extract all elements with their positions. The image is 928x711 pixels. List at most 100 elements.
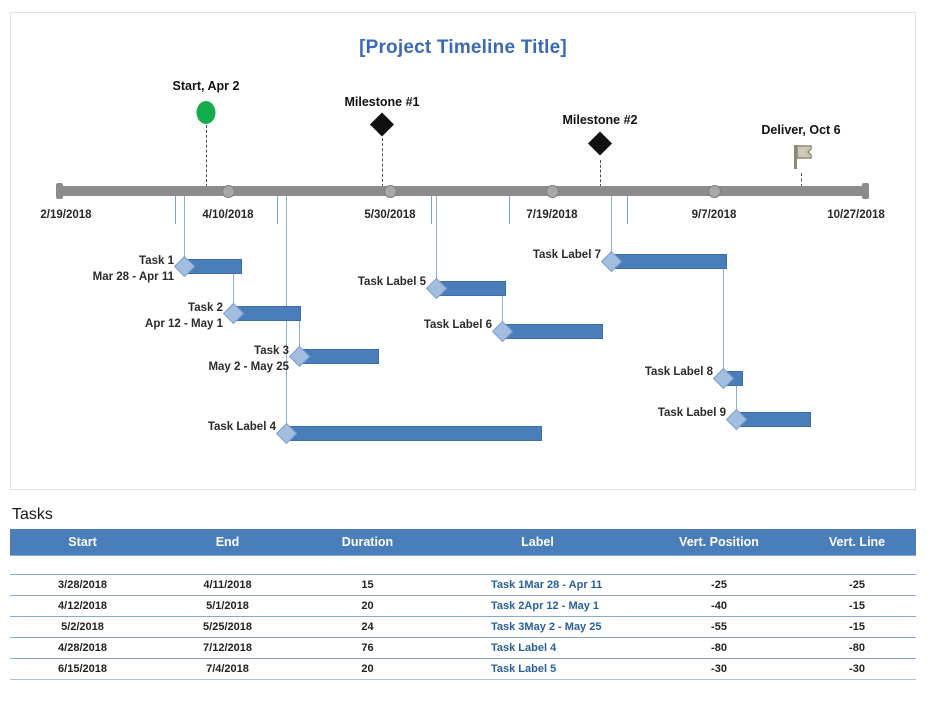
- milestone-label-deliver: Deliver, Oct 6: [761, 123, 841, 137]
- cell-vert-position: -80: [640, 637, 798, 659]
- task-bar-9[interactable]: [736, 412, 811, 427]
- axis-cap-left: [56, 183, 63, 199]
- timeline-axis: [60, 186, 866, 196]
- milestone-stem-1: [382, 138, 383, 187]
- table-header-spacer: [10, 555, 916, 575]
- cell-vert-line: -80: [798, 637, 916, 659]
- task-leader-9: [736, 378, 737, 412]
- cell-vert-position: -25: [640, 574, 798, 596]
- tasks-table: Start End Duration Label Vert. Position …: [10, 529, 916, 680]
- cell-duration: 20: [300, 658, 435, 680]
- milestone-stem-2: [600, 160, 601, 187]
- chart-title: [Project Timeline Title]: [359, 37, 567, 58]
- task-leader-7: [611, 196, 612, 254]
- cell-vert-position: -40: [640, 595, 798, 617]
- cell-label: Task Label 5: [435, 658, 640, 680]
- cell-end: 7/4/2018: [155, 658, 300, 680]
- table-row[interactable]: 6/15/2018 7/4/2018 20 Task Label 5 -30 -…: [10, 658, 916, 680]
- cell-duration: 15: [300, 574, 435, 596]
- task-label-2: Task 2 Apr 12 - May 1: [145, 300, 223, 332]
- task-label-3-line2: May 2 - May 25: [208, 361, 289, 373]
- milestone-label-1: Milestone #1: [344, 95, 420, 109]
- axis-node-4: [708, 184, 721, 198]
- cell-end: 5/1/2018: [155, 595, 300, 617]
- cell-duration: 24: [300, 616, 435, 638]
- task-label-8: Task Label 8: [644, 366, 713, 378]
- axis-tick-line-5: [627, 196, 628, 224]
- axis-tick-line-1: [175, 196, 176, 224]
- task-leader-1: [184, 196, 185, 259]
- black-diamond-icon-2: [587, 131, 613, 156]
- task-label-9: Task Label 9: [657, 407, 726, 419]
- task-leader-2: [233, 268, 234, 306]
- milestone-label-start: Start, Apr 2: [172, 79, 240, 93]
- cell-duration: 20: [300, 595, 435, 617]
- task-label-2-line1: Task 2: [188, 302, 223, 314]
- axis-tick-line-4: [509, 196, 510, 224]
- axis-date-5: 10/27/2018: [827, 209, 885, 221]
- cell-vert-line: -30: [798, 658, 916, 680]
- cell-vert-line: -25: [798, 574, 916, 596]
- flag-icon: [788, 143, 814, 176]
- cell-end: 5/25/2018: [155, 616, 300, 638]
- task-bar-4[interactable]: [286, 426, 542, 441]
- column-header-start[interactable]: Start: [10, 529, 155, 556]
- table-row[interactable]: 5/2/2018 5/25/2018 24 Task 3May 2 - May …: [10, 616, 916, 638]
- task-leader-3: [299, 313, 300, 349]
- tasks-table-section: Tasks Start End Duration Label Vert. Pos…: [10, 506, 916, 680]
- column-header-vert-position[interactable]: Vert. Position: [640, 529, 798, 556]
- table-row[interactable]: 4/28/2018 7/12/2018 76 Task Label 4 -80 …: [10, 637, 916, 659]
- task-label-3: Task 3 May 2 - May 25: [208, 343, 289, 375]
- axis-date-2: 5/30/2018: [364, 209, 416, 221]
- task-label-2-line2: Apr 12 - May 1: [145, 318, 223, 330]
- cell-start: 4/28/2018: [10, 637, 155, 659]
- black-diamond-icon-1: [369, 112, 395, 137]
- task-label-6: Task Label 6: [423, 319, 492, 331]
- cell-start: 4/12/2018: [10, 595, 155, 617]
- cell-vert-line: -15: [798, 616, 916, 638]
- green-circle-icon: [196, 101, 216, 124]
- cell-start: 3/28/2018: [10, 574, 155, 596]
- cell-end: 7/12/2018: [155, 637, 300, 659]
- axis-date-1: 4/10/2018: [202, 209, 254, 221]
- axis-date-0: 2/19/2018: [40, 209, 92, 221]
- task-label-1: Task 1 Mar 28 - Apr 11: [93, 253, 174, 285]
- axis-date-4: 9/7/2018: [691, 209, 737, 221]
- task-label-5: Task Label 5: [357, 276, 426, 288]
- cell-vert-position: -55: [640, 616, 798, 638]
- task-label-7: Task Label 7: [532, 249, 601, 261]
- column-header-vert-line[interactable]: Vert. Line: [798, 529, 916, 556]
- table-header-row: Start End Duration Label Vert. Position …: [10, 529, 916, 556]
- column-header-end[interactable]: End: [155, 529, 300, 556]
- task-leader-6: [502, 288, 503, 324]
- cell-vert-line: -15: [798, 595, 916, 617]
- task-label-4: Task Label 4: [207, 421, 276, 433]
- table-row[interactable]: 4/12/2018 5/1/2018 20 Task 2Apr 12 - May…: [10, 595, 916, 617]
- task-bar-6[interactable]: [502, 324, 603, 339]
- axis-tick-line-3: [431, 196, 432, 224]
- axis-node-3: [546, 184, 559, 198]
- cell-start: 6/15/2018: [10, 658, 155, 680]
- task-bar-7[interactable]: [611, 254, 727, 269]
- milestone-stem-deliver: [801, 173, 802, 187]
- cell-label: Task 3May 2 - May 25: [435, 616, 640, 638]
- cell-label: Task 1Mar 28 - Apr 11: [435, 574, 640, 596]
- milestone-label-2: Milestone #2: [562, 113, 638, 127]
- task-leader-5: [436, 196, 437, 281]
- cell-label: Task 2Apr 12 - May 1: [435, 595, 640, 617]
- table-row[interactable]: 3/28/2018 4/11/2018 15 Task 1Mar 28 - Ap…: [10, 574, 916, 596]
- axis-tick-line-2: [277, 196, 278, 224]
- column-header-duration[interactable]: Duration: [300, 529, 435, 556]
- timeline-chart-panel: [Project Timeline Title] Start, Apr 2 Mi…: [10, 12, 916, 490]
- task-label-1-line2: Mar 28 - Apr 11: [92, 271, 174, 283]
- task-label-3-line1: Task 3: [254, 345, 289, 357]
- cell-vert-position: -30: [640, 658, 798, 680]
- column-header-label[interactable]: Label: [435, 529, 640, 556]
- tasks-heading: Tasks: [12, 506, 53, 523]
- task-label-1-line1: Task 1: [139, 255, 174, 267]
- cell-duration: 76: [300, 637, 435, 659]
- axis-node-1: [222, 184, 235, 198]
- task-bar-3[interactable]: [299, 349, 379, 364]
- cell-start: 5/2/2018: [10, 616, 155, 638]
- axis-date-3: 7/19/2018: [526, 209, 578, 221]
